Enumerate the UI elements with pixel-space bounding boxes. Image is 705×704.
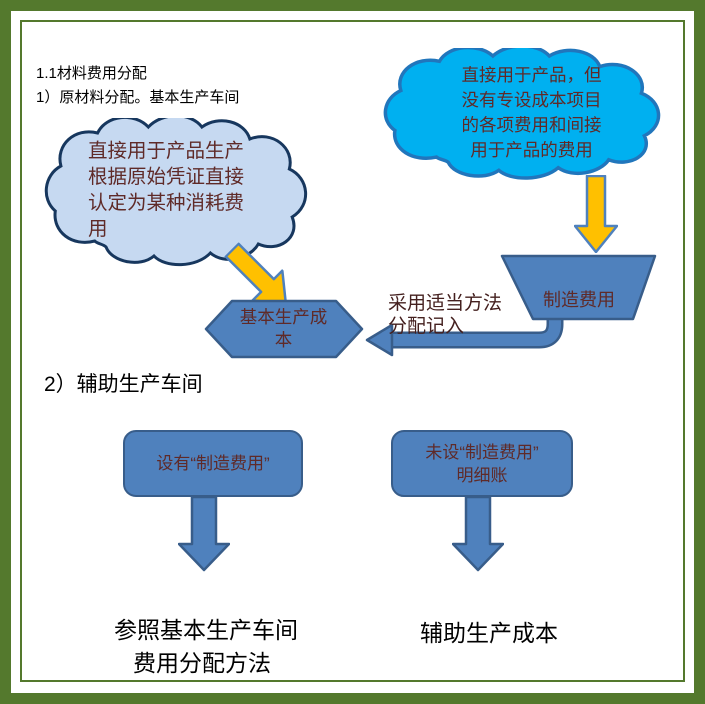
right-cloud-line: 直接用于产品，但 (461, 65, 602, 85)
left-cloud-text: 直接用于产品生产 根据原始凭证直接 认定为某种消耗费 用 (88, 138, 244, 242)
hexagon (203, 299, 364, 359)
funnel (500, 254, 658, 322)
result-left-line2: 费用分配方法 (133, 650, 271, 676)
funnel-shape (500, 254, 657, 321)
arrow-note-line: 采用适当方法 (388, 293, 503, 314)
elbow-arrow-left-shape (365, 310, 564, 357)
result-right: 辅助生产成本 (420, 620, 558, 646)
elbow-arrow-left (356, 306, 656, 364)
gold-arrow-diagonal-shape (224, 242, 288, 306)
heading-line2: 1）原材料分配。基本生产车间 (36, 89, 240, 106)
box-has-overhead-label: 设有“制造费用” (156, 454, 270, 473)
left-cloud-line: 认定为某种消耗费 (88, 192, 245, 214)
heading-line1: 1.1材料费用分配 (36, 65, 147, 82)
box-has-overhead: 设有“制造费用” (123, 430, 303, 497)
gold-arrow-down (573, 174, 619, 254)
right-cloud-line: 用于产品的费用 (470, 140, 593, 160)
box-no-overhead: 未设“制造费用” 明细账 (391, 430, 573, 497)
left-cloud (44, 118, 326, 268)
right-cloud (383, 48, 680, 181)
arrow-note: 采用适当方法 分配记入 (388, 292, 502, 338)
left-cloud-line: 直接用于产品生产 (88, 140, 245, 162)
result-left-line1: 参照基本生产车间 (114, 617, 298, 643)
box-no-overhead-line1: 未设“制造费用” (425, 442, 539, 462)
funnel-label: 制造费用 (543, 290, 615, 310)
right-cloud-line: 的各项费用和间接 (461, 115, 602, 135)
left-cloud-line: 用 (88, 218, 108, 240)
down-arrow-right-shape (451, 495, 505, 572)
gold-arrow-diagonal (216, 234, 302, 320)
arrow-note-line: 分配记入 (388, 316, 465, 337)
right-cloud-text: 直接用于产品，但 没有专设成本项目 的各项费用和间接 用于产品的费用 (398, 63, 665, 163)
left-cloud-shape (44, 118, 326, 268)
hexagon-shape (204, 299, 364, 359)
heading-section2: 2）辅助生产车间 (44, 373, 203, 396)
hexagon-label-line: 本 (274, 330, 293, 350)
box-no-overhead-line2: 明细账 (456, 465, 508, 485)
hexagon-label-line: 基本生产成 (239, 307, 328, 327)
left-cloud-line: 根据原始凭证直接 (88, 166, 245, 188)
right-cloud-shape (383, 48, 680, 181)
down-arrow-left (177, 495, 231, 572)
gold-arrow-down-shape (573, 174, 619, 254)
down-arrow-right (451, 495, 505, 572)
down-arrow-left-shape (177, 495, 231, 572)
hexagon-label: 基本生产成 本 (203, 306, 364, 352)
right-cloud-line: 没有专设成本项目 (461, 90, 602, 110)
